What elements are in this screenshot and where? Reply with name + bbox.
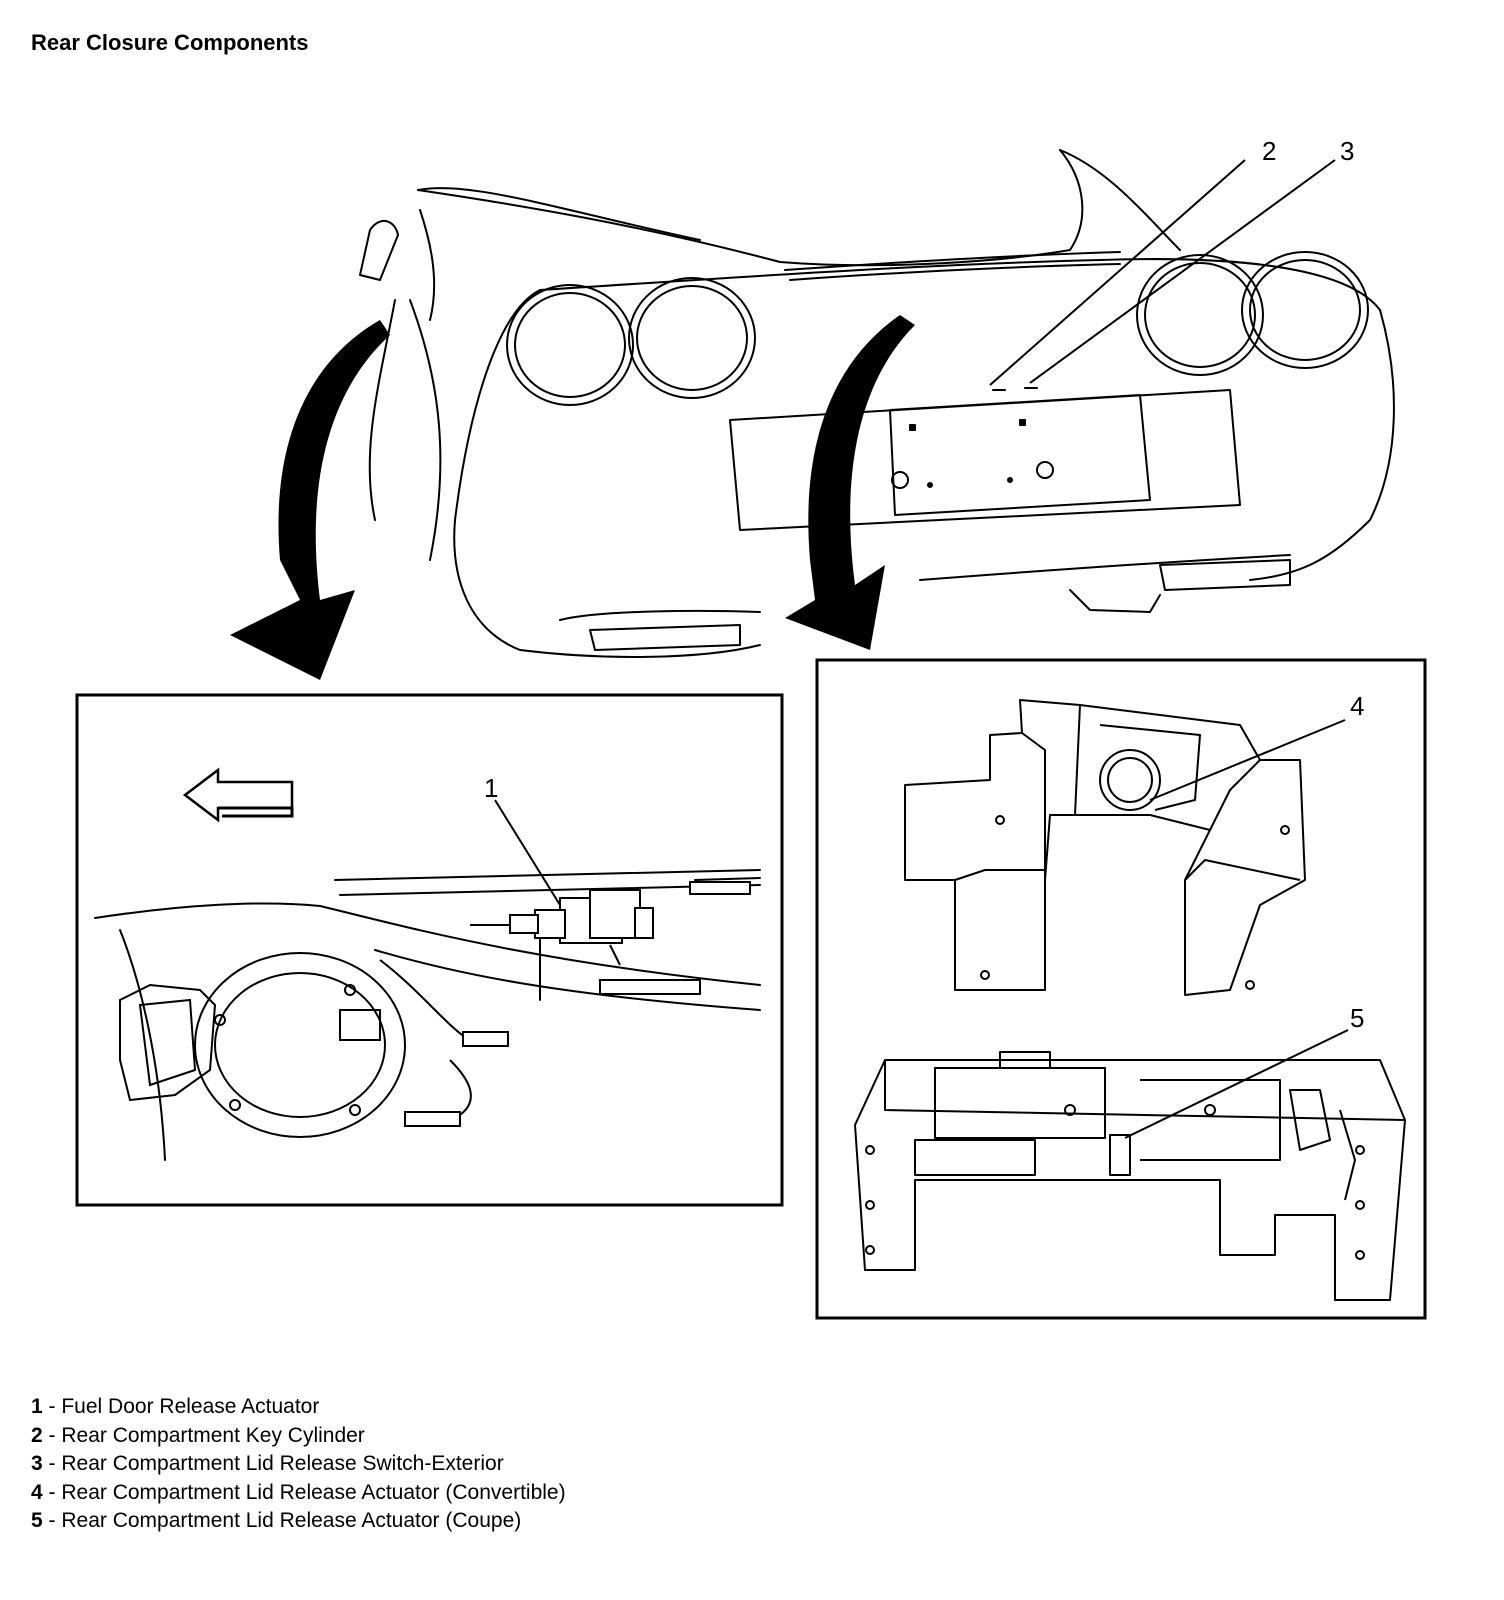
callouts-top: 2 3	[989, 136, 1354, 386]
legend-number: 3	[31, 1452, 43, 1475]
legend-item: 3 - Rear Compartment Lid Release Switch-…	[31, 1450, 566, 1479]
legend-number: 4	[31, 1480, 43, 1504]
car-rear-illustration	[359, 149, 1395, 658]
page-title: Rear Closure Components	[31, 30, 309, 55]
arrow-to-right-detail	[785, 315, 915, 650]
callout-3: 3	[1340, 136, 1354, 166]
legend-item: 2 - Rear Compartment Key Cylinder	[31, 1422, 566, 1451]
pointer-arrows	[230, 315, 915, 680]
legend-separator: -	[42, 1509, 62, 1532]
legend-item: 4 - Rear Compartment Lid Release Actuato…	[31, 1479, 566, 1508]
callout-5: 5	[1350, 1003, 1364, 1033]
legend-number: 5	[31, 1509, 43, 1532]
legend-label: Fuel Door Release Actuator	[61, 1395, 320, 1418]
legend-label: Rear Compartment Lid Release Switch-Exte…	[61, 1452, 504, 1475]
legend-separator: -	[42, 1452, 62, 1475]
callout-2: 2	[1262, 136, 1276, 166]
callout-1: 1	[484, 773, 498, 803]
legend-item: 1 - Fuel Door Release Actuator	[31, 1393, 566, 1422]
legend-separator: -	[42, 1480, 62, 1504]
lid-actuator-detail-box: 4 5	[815, 658, 1427, 1320]
component-legend: 1 - Fuel Door Release Actuator 2 - Rear …	[31, 1393, 566, 1536]
legend-number: 1	[31, 1395, 43, 1418]
legend-item: 5 - Rear Compartment Lid Release Actuato…	[31, 1507, 566, 1536]
legend-label: Rear Compartment Lid Release Actuator (C…	[61, 1509, 522, 1532]
callout-4: 4	[1350, 691, 1364, 721]
arrow-to-left-detail	[230, 320, 390, 680]
legend-separator: -	[42, 1423, 62, 1447]
legend-number: 2	[31, 1423, 43, 1447]
legend-separator: -	[42, 1395, 62, 1418]
fuel-door-detail-box: 1	[75, 693, 784, 1207]
legend-label: Rear Compartment Lid Release Actuator (C…	[61, 1480, 566, 1504]
legend-label: Rear Compartment Key Cylinder	[61, 1423, 365, 1447]
